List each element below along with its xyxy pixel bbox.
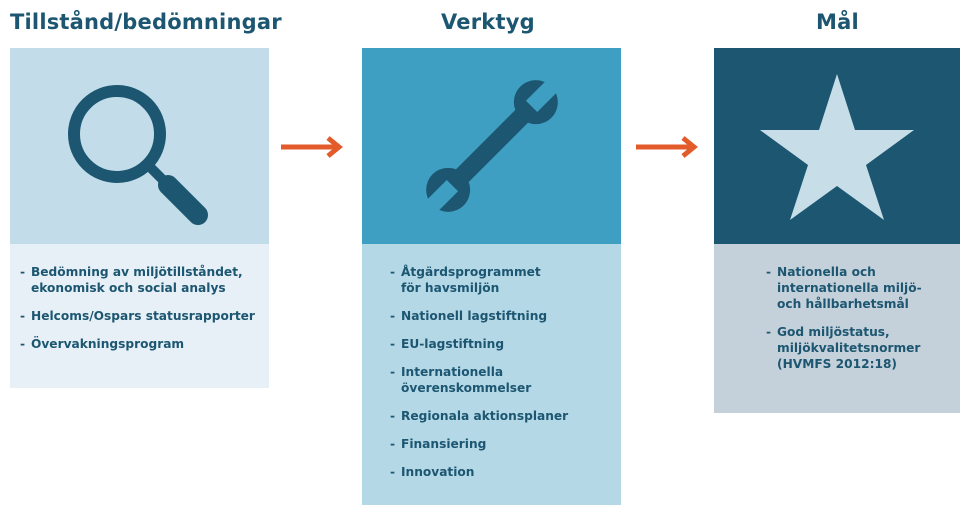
list-item: Regionala aktionsplaner xyxy=(390,408,621,424)
tools-icon-box xyxy=(362,48,621,244)
star-icon xyxy=(760,74,914,220)
list-item: Bedömning av miljötillståndet, ekonomisk… xyxy=(20,264,269,296)
assessments-list: Bedömning av miljötillståndet, ekonomisk… xyxy=(20,264,269,352)
tools-list-box: Åtgärdsprogrammet för havsmiljön Natione… xyxy=(362,244,621,505)
goals-panel: Nationella och internationella miljö- oc… xyxy=(714,48,960,413)
list-item: Internationella överenskommelser xyxy=(390,364,621,396)
column-title-tools: Verktyg xyxy=(441,10,535,34)
arrow-right-icon xyxy=(636,136,698,158)
goals-icon-box xyxy=(714,48,960,244)
list-item: God miljöstatus, miljökvalitetsnormer (H… xyxy=(766,324,960,372)
list-item: Helcoms/Ospars statusrapporter xyxy=(20,308,269,324)
list-item: Övervakningsprogram xyxy=(20,336,269,352)
list-item: EU-lagstiftning xyxy=(390,336,621,352)
list-item: Innovation xyxy=(390,464,621,480)
goals-list-box: Nationella och internationella miljö- oc… xyxy=(714,244,960,413)
list-item: Åtgärdsprogrammet för havsmiljön xyxy=(390,264,621,296)
assessments-panel: Bedömning av miljötillståndet, ekonomisk… xyxy=(10,48,269,388)
wrench-icon xyxy=(422,76,562,216)
goals-list: Nationella och internationella miljö- oc… xyxy=(766,264,960,372)
list-item: Nationella och internationella miljö- oc… xyxy=(766,264,960,312)
arrow-right-icon xyxy=(281,136,343,158)
list-item: Finansiering xyxy=(390,436,621,452)
assessments-list-box: Bedömning av miljötillståndet, ekonomisk… xyxy=(10,244,269,388)
column-title-assessments: Tillstånd/bedömningar xyxy=(10,10,282,34)
magnifier-icon xyxy=(68,85,208,225)
list-item: Nationell lagstiftning xyxy=(390,308,621,324)
tools-panel: Åtgärdsprogrammet för havsmiljön Natione… xyxy=(362,48,621,505)
column-title-goals: Mål xyxy=(816,10,859,34)
assessments-icon-box xyxy=(10,48,269,244)
tools-list: Åtgärdsprogrammet för havsmiljön Natione… xyxy=(390,264,621,480)
